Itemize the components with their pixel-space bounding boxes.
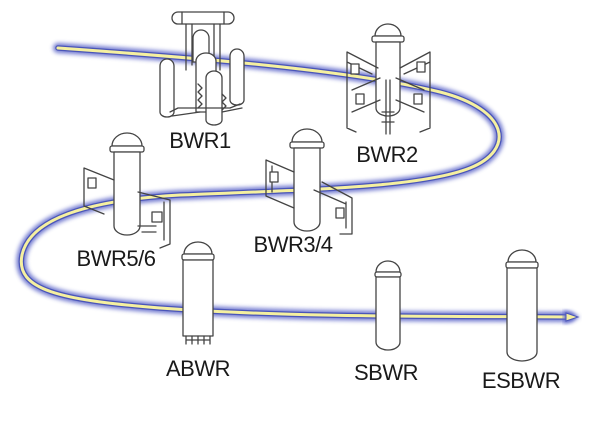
reactor-label-bwr1: BWR1 — [169, 128, 231, 153]
reactor-label-bwr2: BWR2 — [356, 142, 418, 167]
reactor-label-abwr: ABWR — [166, 356, 230, 381]
reactor-label-bwr34: BWR3/4 — [254, 232, 333, 257]
reactor-label-bwr56: BWR5/6 — [77, 246, 156, 271]
reactor-sbwr: SBWR — [354, 260, 419, 385]
reactor-abwr: ABWR — [166, 241, 231, 381]
reactor-bwr1: BWR1 — [159, 11, 245, 153]
reactor-esbwr: ESBWR — [482, 249, 561, 393]
reactor-label-sbwr: SBWR — [354, 360, 418, 385]
reactor-bwr56: BWR5/6 — [77, 132, 171, 271]
arrow-head-icon — [564, 310, 580, 324]
reactor-bwr34: BWR3/4 — [254, 128, 353, 257]
reactor-label-esbwr: ESBWR — [482, 368, 560, 393]
evolution-path — [16, 43, 575, 322]
reactor-bwr2: BWR2 — [346, 23, 431, 167]
